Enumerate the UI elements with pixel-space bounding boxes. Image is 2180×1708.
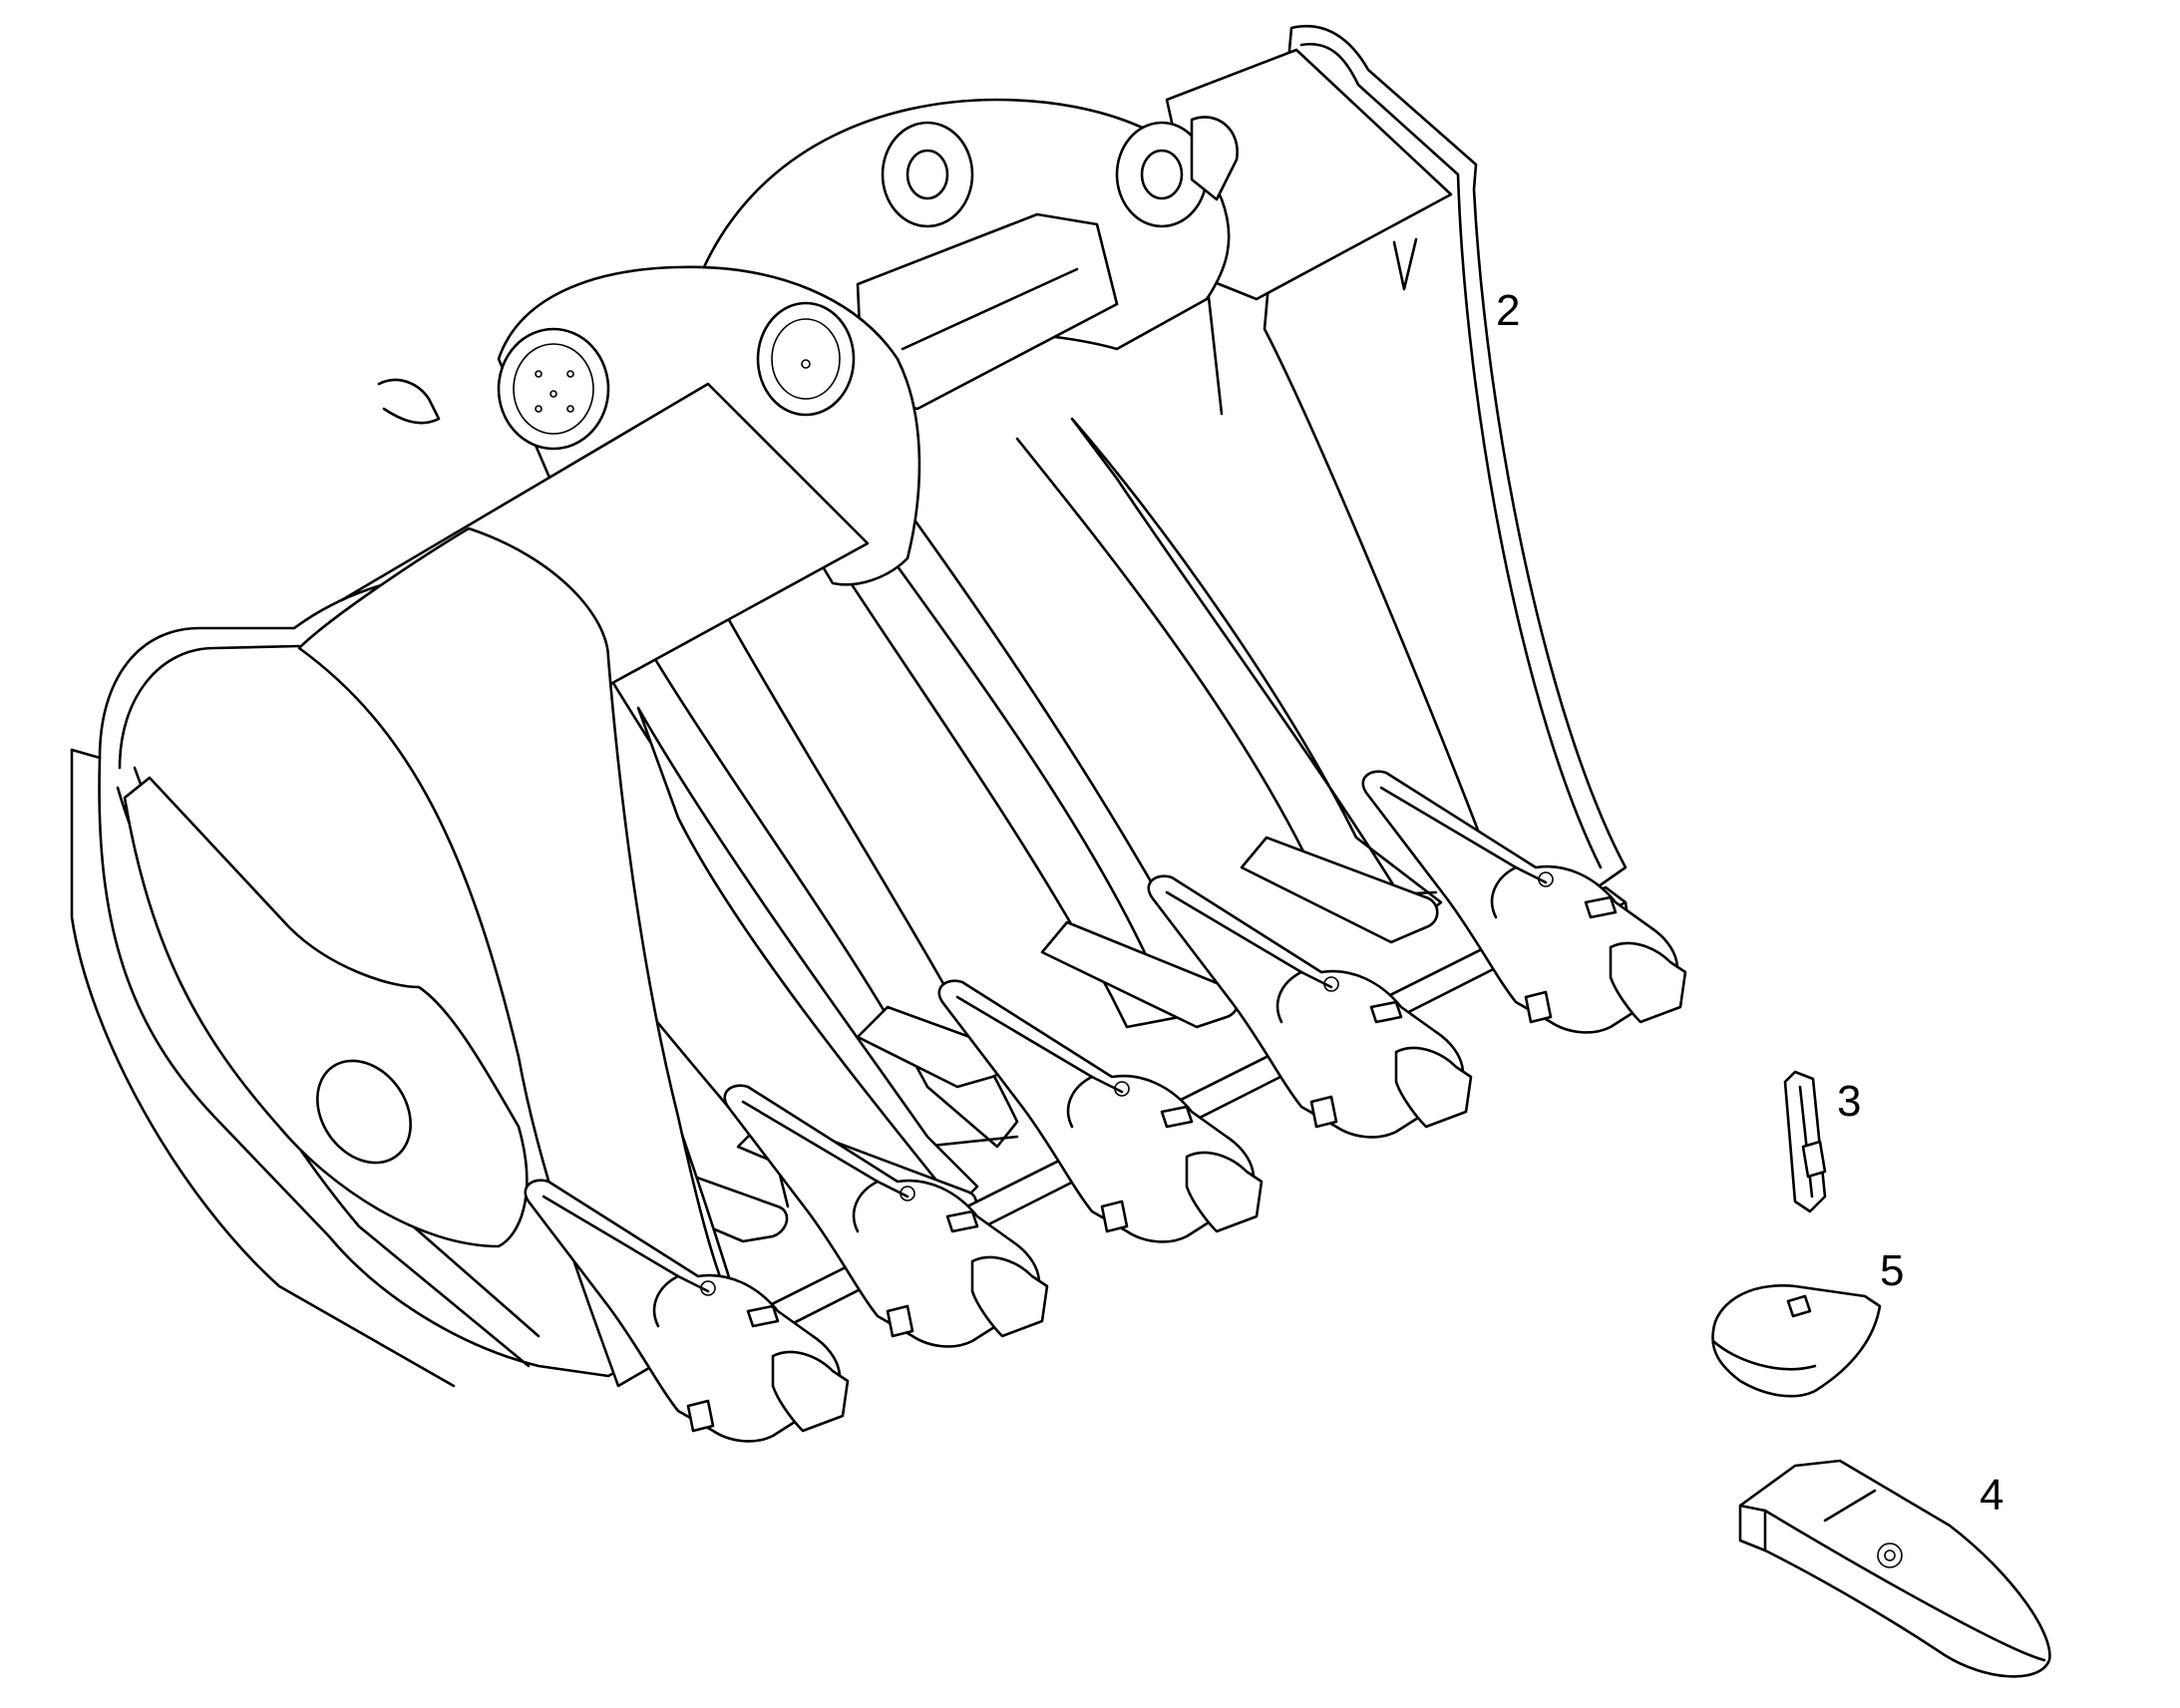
teeth-row	[524, 770, 1687, 1443]
pin-boss-left	[497, 327, 610, 451]
callout-2: 2	[1496, 286, 1521, 335]
callout-3: 3	[1837, 1077, 1862, 1126]
tooth-adapter	[524, 1179, 850, 1443]
callout-5: 5	[1880, 1246, 1905, 1295]
callout-4: 4	[1980, 1471, 2004, 1520]
tooth-point-part-4	[1738, 1459, 2051, 1678]
tooth-adapter	[1361, 770, 1687, 1034]
retaining-pin-part-3	[1783, 1070, 1827, 1213]
tooth-pin-mark	[1877, 1542, 1903, 1568]
tooth-adapter	[937, 979, 1264, 1243]
tooth-adapter	[723, 1084, 1049, 1348]
side-pin-hole	[316, 1059, 412, 1165]
tooth-adapter	[1147, 874, 1473, 1139]
wear-cap-part-5	[1711, 1284, 1882, 1398]
left-side-plate	[70, 526, 740, 1388]
